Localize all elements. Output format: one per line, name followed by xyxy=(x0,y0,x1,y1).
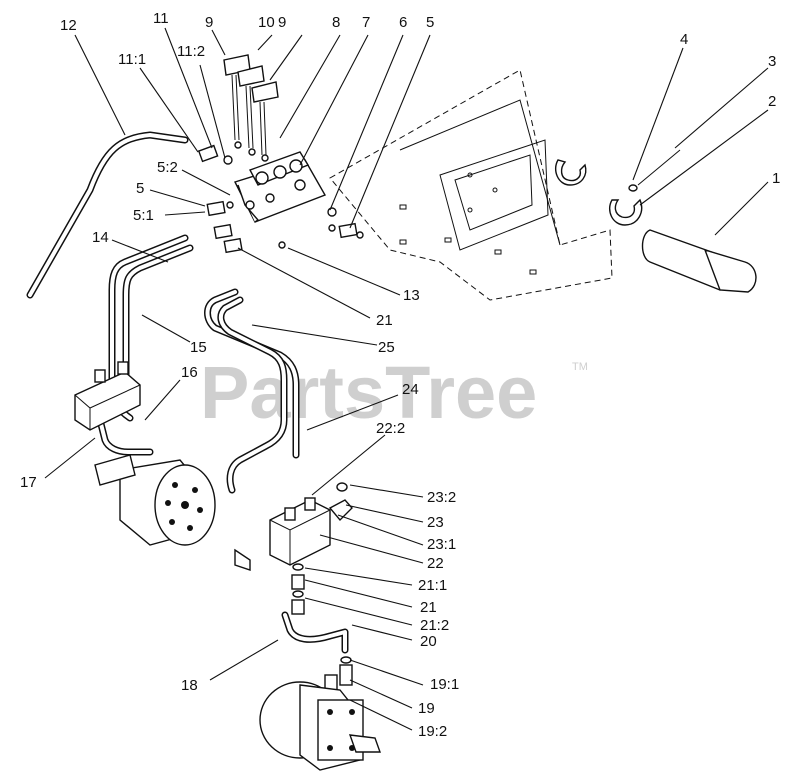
lever-knob-2 xyxy=(237,65,265,87)
callout-9: 9 xyxy=(205,14,213,31)
callout-22-2: 22:2 xyxy=(376,420,405,437)
callout-8: 8 xyxy=(332,14,340,31)
callout-17: 17 xyxy=(20,474,37,491)
callout-14: 14 xyxy=(92,229,109,246)
callout-23-2: 23:2 xyxy=(427,489,456,506)
callout-22: 22 xyxy=(427,555,444,572)
callout-20: 20 xyxy=(420,633,437,650)
lower-valve-block xyxy=(74,361,141,431)
control-valve xyxy=(223,54,327,223)
washer-4 xyxy=(628,184,638,192)
callout-1: 1 xyxy=(772,170,780,187)
callout-19-1: 19:1 xyxy=(430,676,459,693)
callout-5-1: 5:1 xyxy=(133,207,154,224)
callout-19: 19 xyxy=(418,700,435,717)
callout-18: 18 xyxy=(181,677,198,694)
grip-assembly xyxy=(554,149,757,293)
wheel-motor-left xyxy=(94,454,216,546)
callout-5: 5 xyxy=(426,14,434,31)
callout-4: 4 xyxy=(680,31,688,48)
callout-19-2: 19:2 xyxy=(418,723,447,740)
partstree-watermark: PartsTree TM xyxy=(200,351,588,434)
callout-10: 10 xyxy=(258,14,275,31)
hydraulic-tubes xyxy=(26,131,349,654)
callout-9-second: 9 xyxy=(278,14,286,31)
callout-12: 12 xyxy=(60,17,77,34)
callout-2: 2 xyxy=(768,93,776,110)
lever-knob-3 xyxy=(251,81,279,103)
watermark-text: PartsTree xyxy=(200,351,537,434)
callout-5-second: 5 xyxy=(136,180,144,197)
callout-21-1: 21:1 xyxy=(418,577,447,594)
callout-6: 6 xyxy=(399,14,407,31)
callout-5-2: 5:2 xyxy=(157,159,178,176)
callout-11: 11 xyxy=(153,10,169,27)
callout-21: 21 xyxy=(376,312,393,329)
wheel-motor-bottom xyxy=(259,681,381,771)
callout-13: 13 xyxy=(403,287,420,304)
grip-end-cap xyxy=(703,248,757,293)
callout-7: 7 xyxy=(362,14,370,31)
callout-24: 24 xyxy=(402,381,419,398)
leader-lines xyxy=(44,27,769,731)
callout-labels: 12 11 9 10 9 8 7 6 5 4 3 2 1 11:1 11:2 5… xyxy=(20,10,780,740)
frame-plate xyxy=(329,69,613,301)
valve-block-22 xyxy=(234,482,353,571)
fittings xyxy=(197,144,364,254)
callout-11-1: 11:1 xyxy=(118,51,146,68)
watermark-tm: TM xyxy=(572,361,588,373)
callout-16: 16 xyxy=(181,364,198,381)
callout-25: 25 xyxy=(378,339,395,356)
bolt-4 xyxy=(637,149,681,186)
callout-21-second: 21 xyxy=(420,599,437,616)
callout-23: 23 xyxy=(427,514,444,531)
callout-15: 15 xyxy=(190,339,207,356)
callout-21-2: 21:2 xyxy=(420,617,449,634)
callout-23-1: 23:1 xyxy=(427,536,456,553)
callout-3: 3 xyxy=(768,53,776,70)
callout-11-2: 11:2 xyxy=(177,43,205,60)
